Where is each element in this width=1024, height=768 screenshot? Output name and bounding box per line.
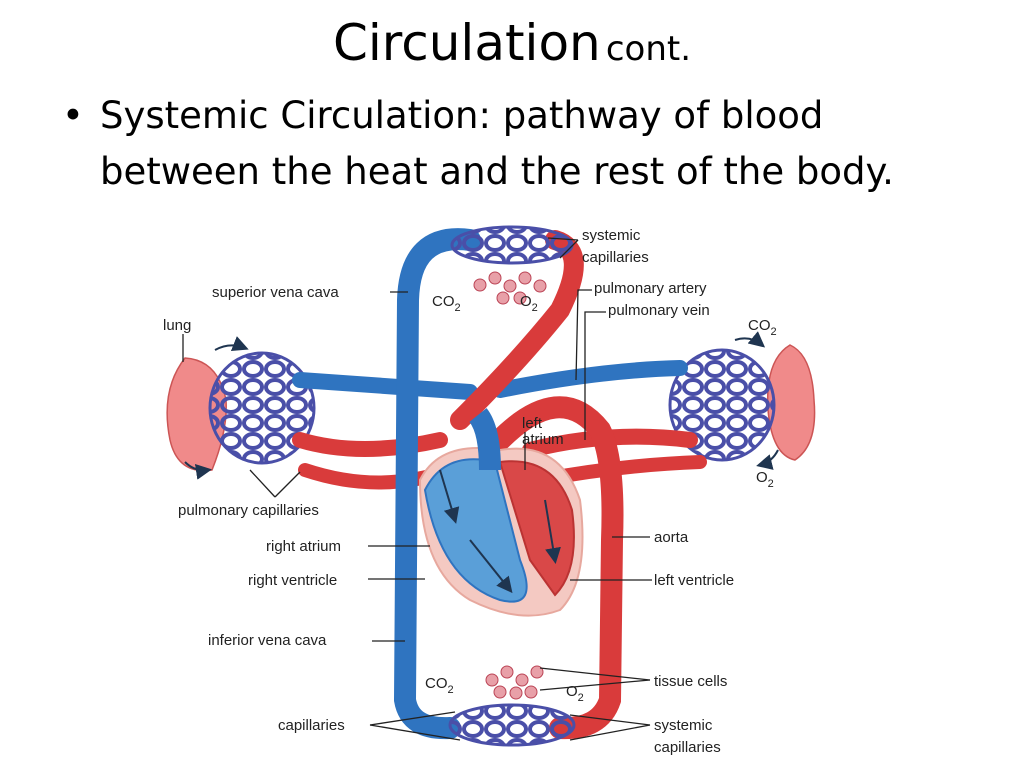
bottom-systemic-capillary-bed xyxy=(448,703,576,747)
label-systemic-capillaries-top-1: systemic xyxy=(582,227,641,244)
top-systemic-capillary-bed xyxy=(450,225,574,265)
label-tissue-cells: tissue cells xyxy=(654,673,727,690)
svg-text:CO2: CO2 xyxy=(748,317,777,338)
right-lung-flow-arrow-top xyxy=(734,331,766,348)
svg-text:O2: O2 xyxy=(756,469,774,490)
gas-o2-bottom: O2 xyxy=(566,683,584,704)
bullet-text: Systemic Circulation: pathway of blood b… xyxy=(100,94,894,193)
svg-text:O2: O2 xyxy=(520,293,538,314)
left-lung-flow-arrow-bottom xyxy=(184,461,212,480)
gas-co2-top: CO2 xyxy=(432,293,461,314)
left-lung-flow-arrow-top xyxy=(214,336,249,351)
label-superior-vena-cava: superior vena cava xyxy=(212,284,339,301)
label-capillaries: capillaries xyxy=(278,717,345,734)
label-left-atrium-2: atrium xyxy=(522,431,564,448)
label-right-atrium: right atrium xyxy=(266,538,341,555)
bullet-symbol: • xyxy=(62,94,84,137)
label-inferior-vena-cava: inferior vena cava xyxy=(208,632,327,649)
label-pulmonary-capillaries: pulmonary capillaries xyxy=(178,502,319,519)
slide-title: Circulation cont. xyxy=(0,14,1024,72)
leader-lines xyxy=(182,237,652,741)
label-pulmonary-vein: pulmonary vein xyxy=(608,302,710,319)
svg-text:CO2: CO2 xyxy=(432,293,461,314)
label-systemic-capillaries-top-2: capillaries xyxy=(582,249,649,266)
gas-co2-bottom: CO2 xyxy=(425,675,454,696)
label-right-ventricle: right ventricle xyxy=(248,572,337,589)
left-pulmonary-capillary-bed xyxy=(208,351,316,465)
svg-text:CO2: CO2 xyxy=(425,675,454,696)
label-aorta: aorta xyxy=(654,529,689,546)
bottom-tissue-cells xyxy=(485,665,544,700)
gas-o2-top: O2 xyxy=(520,293,538,314)
title-suffix: cont. xyxy=(605,29,692,69)
label-pulmonary-artery: pulmonary artery xyxy=(594,280,707,297)
label-systemic-capillaries-bottom-1: systemic xyxy=(654,717,713,734)
svg-text:O2: O2 xyxy=(566,683,584,704)
label-lung: lung xyxy=(163,317,191,334)
top-tissue-cells xyxy=(473,271,547,305)
gas-o2-right-lung: O2 xyxy=(756,469,774,490)
label-systemic-capillaries-bottom-2: capillaries xyxy=(654,739,721,756)
gas-co2-right-lung: CO2 xyxy=(748,317,777,338)
heart xyxy=(418,408,584,617)
label-left-ventricle: left ventricle xyxy=(654,572,734,589)
title-main: Circulation xyxy=(332,14,601,72)
vena-cava-loop xyxy=(393,228,481,740)
label-left-atrium-1: left xyxy=(522,415,543,432)
right-pulmonary-capillary-bed xyxy=(668,348,776,462)
right-lung-flow-arrow-bottom xyxy=(756,449,779,470)
